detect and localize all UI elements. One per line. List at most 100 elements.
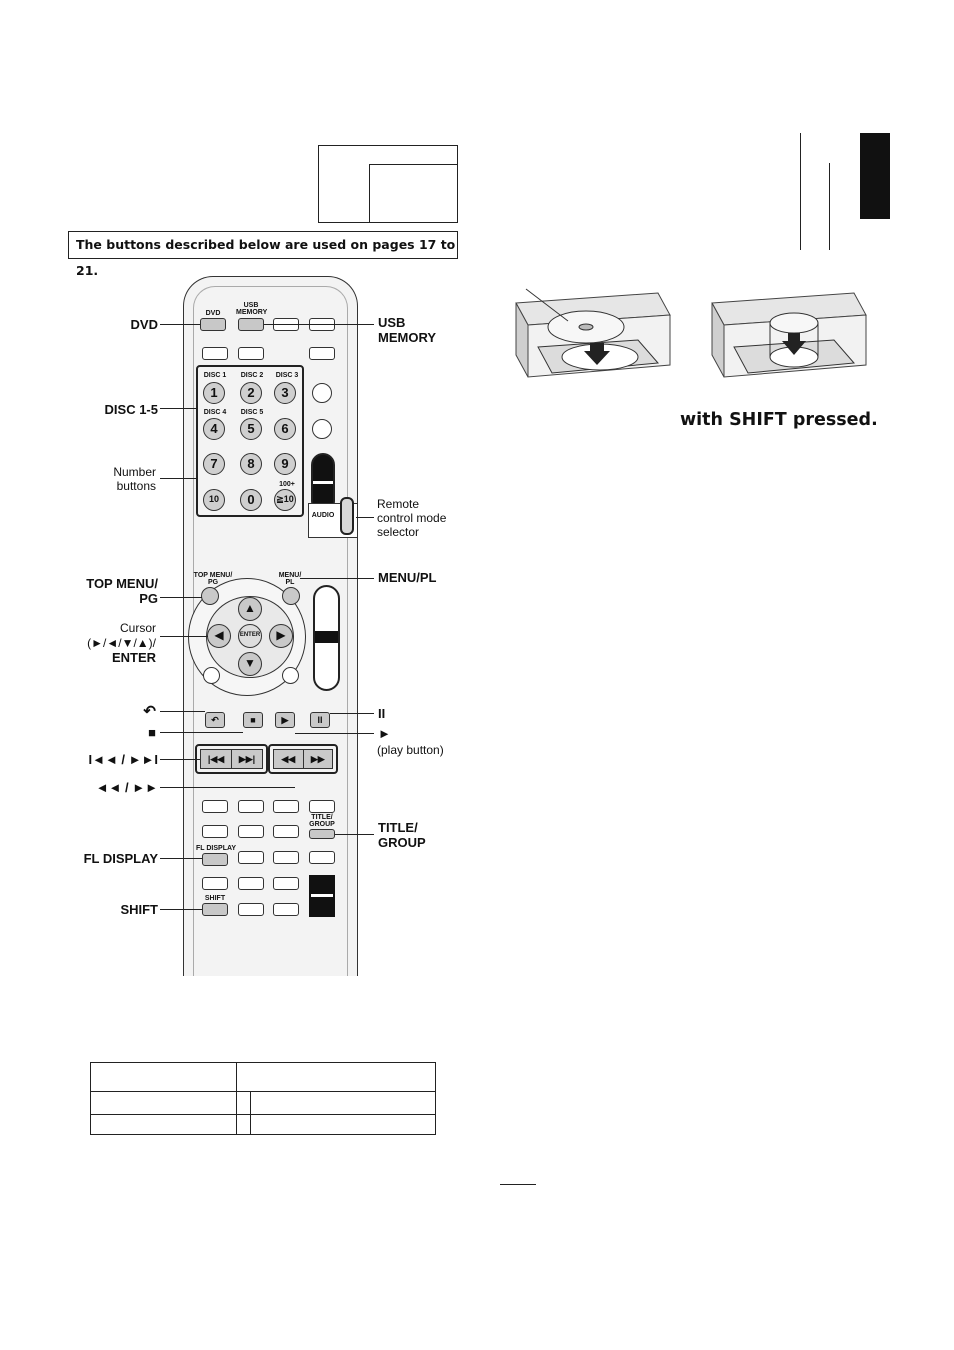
fl-display-key-label: FL DISPLAY (196, 845, 237, 852)
disc-callout: DISC 1-5 (104, 402, 158, 417)
disc4-label: DISC 4 (203, 409, 227, 416)
remote-mode-callout: Remote control mode selector (377, 497, 447, 539)
round-button[interactable] (203, 667, 220, 684)
margin-line-2 (829, 163, 830, 250)
cursor-up-button[interactable]: ▲ (238, 597, 262, 621)
search-group (268, 744, 338, 774)
blank-button[interactable] (238, 800, 264, 813)
dvd-leader (160, 324, 200, 325)
cursor-down-button[interactable]: ▼ (238, 652, 262, 676)
usb-leader (264, 324, 374, 325)
cursor-callout-2: (►/◄/▼/▲)/ (87, 636, 156, 650)
play-callout: ► (378, 726, 391, 741)
cursor-right-button[interactable]: ▶ (269, 624, 293, 648)
blank-button[interactable] (202, 825, 228, 838)
number-2-button[interactable]: 2 (240, 382, 262, 404)
blank-button[interactable] (309, 851, 335, 864)
audio-label: AUDIO (311, 512, 335, 519)
dvd-button[interactable] (200, 318, 226, 331)
number-9-button[interactable]: 9 (274, 453, 296, 475)
up-arrow-icon: ▲ (244, 601, 256, 615)
blank-button[interactable] (309, 347, 335, 360)
blank-button[interactable] (202, 877, 228, 890)
disc-number-group (196, 365, 304, 517)
left-arrow-icon: ◀ (214, 628, 224, 642)
title-group-key-label: TITLE/ GROUP (309, 814, 335, 828)
pause-button[interactable]: II (310, 712, 330, 728)
pause-leader (330, 713, 374, 714)
cursor-left-button[interactable]: ◀ (207, 624, 231, 648)
blank-button[interactable] (273, 903, 299, 916)
table-cell (250, 1114, 436, 1135)
title-group-callout: TITLE/ GROUP (378, 820, 426, 850)
shift-caption: with SHIFT pressed. (680, 410, 878, 430)
number-8-button[interactable]: 8 (240, 453, 262, 475)
number-6-button[interactable]: 6 (274, 418, 296, 440)
blank-button[interactable] (238, 877, 264, 890)
number-0-button[interactable]: 0 (240, 489, 262, 511)
mode-leader (356, 517, 374, 518)
usb-memory-button[interactable] (238, 318, 264, 331)
blank-button[interactable] (273, 877, 299, 890)
top-menu-button[interactable] (201, 587, 219, 605)
play-button[interactable]: ▶ (275, 712, 295, 728)
number-1-button[interactable]: 1 (203, 382, 225, 404)
section-tab (860, 133, 890, 219)
blank-button[interactable] (238, 851, 264, 864)
menu-button[interactable] (282, 587, 300, 605)
down-arrow-icon: ▼ (244, 656, 256, 670)
number-3-button[interactable]: 3 (274, 382, 296, 404)
mode-switch-knob[interactable] (340, 497, 354, 535)
volume-rocker-divider (313, 481, 333, 484)
skip-buttons[interactable]: |◀◀ ▶▶| (200, 749, 263, 769)
disc3-label: DISC 3 (275, 372, 299, 379)
search-leader (160, 787, 295, 788)
blank-button[interactable] (273, 851, 299, 864)
play-icon: ▶ (281, 715, 289, 725)
blank-button[interactable] (309, 800, 335, 813)
blank-button[interactable] (238, 347, 264, 360)
search-callout: ◄◄ / ►► (95, 780, 158, 795)
round-button[interactable] (282, 667, 299, 684)
blank-button[interactable] (238, 903, 264, 916)
number-10-button[interactable]: 10 (203, 489, 225, 511)
channel-rocker-divider (315, 631, 338, 643)
number-5-button[interactable]: 5 (240, 418, 262, 440)
disc2-label: DISC 2 (240, 372, 264, 379)
pages-note: The buttons described below are used on … (68, 231, 458, 278)
stop-button[interactable]: ■ (243, 712, 263, 728)
number-4-button[interactable]: 4 (203, 418, 225, 440)
blank-button[interactable] (273, 825, 299, 838)
skip-leader (160, 759, 200, 760)
bottom-table (90, 1062, 436, 1135)
title-group-button[interactable] (309, 829, 335, 839)
skip-forward-icon[interactable]: ▶▶| (231, 750, 262, 768)
number-buttons-callout: Number buttons (113, 465, 156, 493)
shift-key-label: SHIFT (204, 895, 226, 902)
skip-callout: I◄◄ / ►►I (88, 752, 158, 767)
stop-icon: ■ (250, 715, 256, 725)
skip-back-icon[interactable]: |◀◀ (207, 754, 225, 764)
shift-button[interactable] (202, 903, 228, 916)
stop-callout: ■ (148, 725, 156, 740)
enter-button[interactable]: ENTER (238, 624, 262, 648)
rewind-icon[interactable]: ◀◀ (281, 754, 296, 764)
title-group-leader (335, 834, 374, 835)
blank-button[interactable] (273, 800, 299, 813)
number-leader (160, 478, 196, 479)
fl-display-button[interactable] (202, 853, 228, 866)
round-button[interactable] (312, 419, 332, 439)
cursor-callout-1: Cursor (119, 621, 156, 635)
disc1-label: DISC 1 (203, 372, 227, 379)
return-button[interactable]: ↶ (205, 712, 225, 728)
blank-button[interactable] (202, 347, 228, 360)
search-buttons[interactable]: ◀◀ ▶▶ (273, 749, 333, 769)
number-7-button[interactable]: 7 (203, 453, 225, 475)
blank-button[interactable] (238, 825, 264, 838)
number-ge10-button[interactable]: ≧10 (274, 489, 296, 511)
fast-forward-icon[interactable]: ▶▶ (302, 750, 333, 768)
round-button[interactable] (312, 383, 332, 403)
table-cell (90, 1114, 237, 1135)
blank-button[interactable] (202, 800, 228, 813)
play-leader (295, 733, 374, 734)
